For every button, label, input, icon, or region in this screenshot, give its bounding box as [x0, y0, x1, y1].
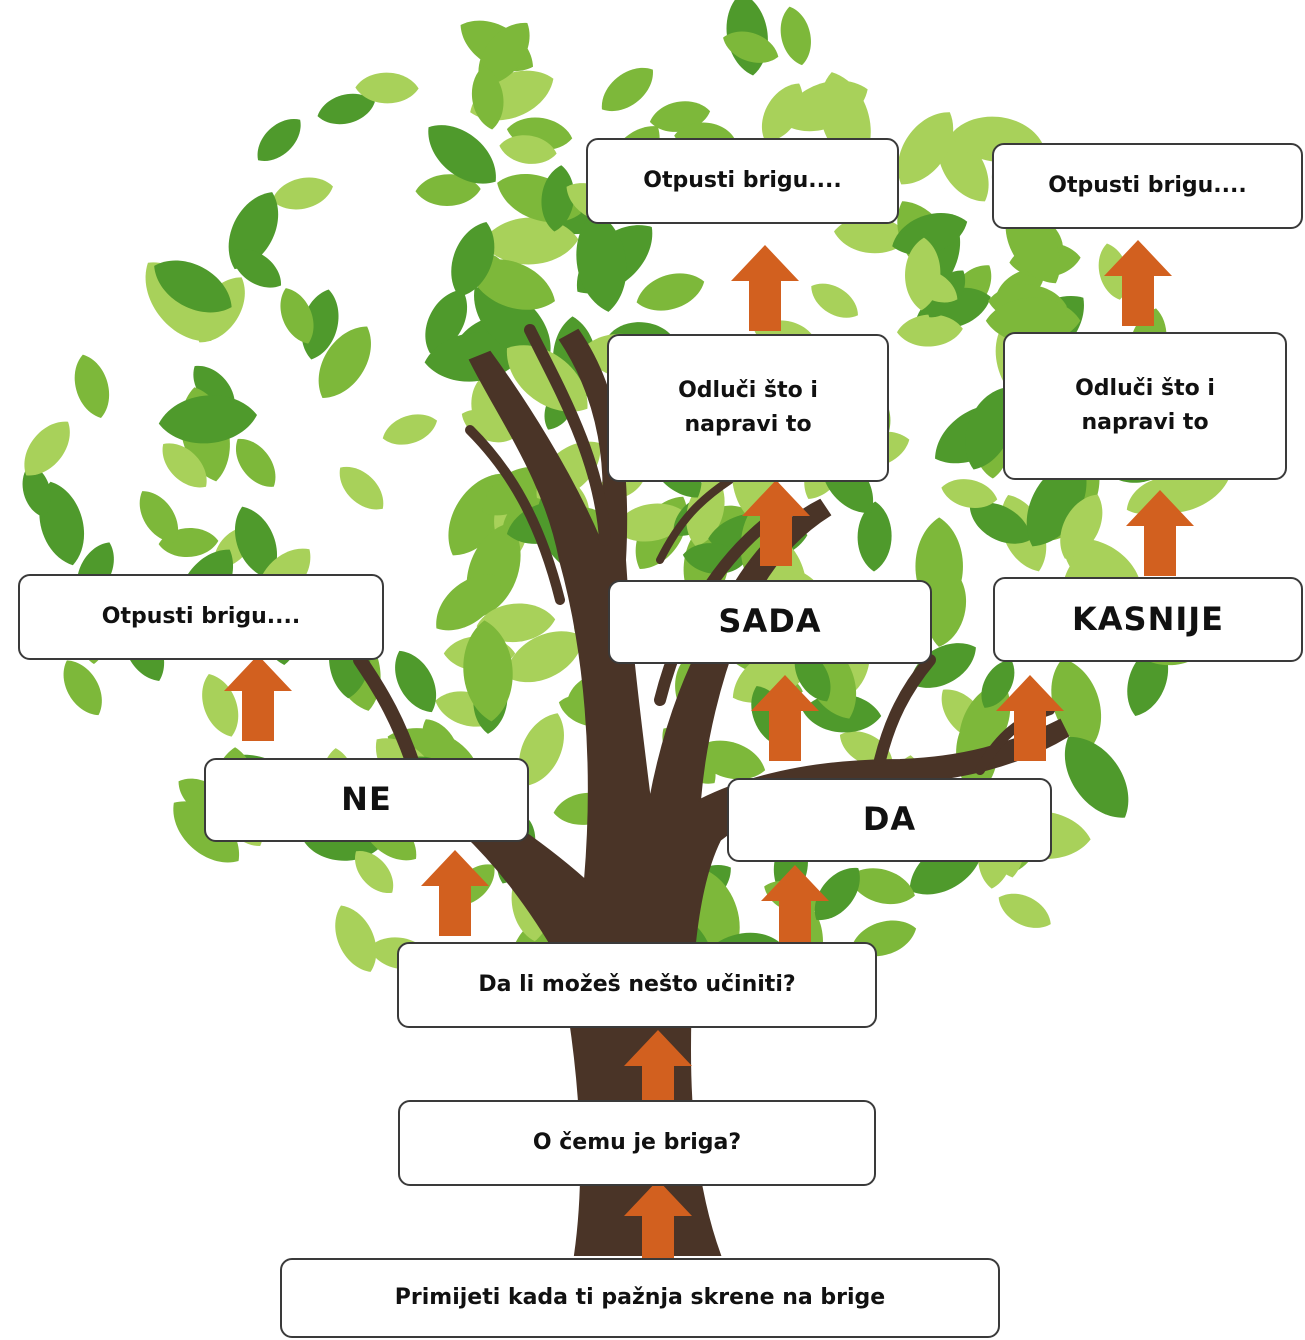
leaf: [592, 57, 663, 122]
flow-arrows: [224, 240, 1194, 1266]
node-decide-now-line2: napravi to: [684, 412, 812, 437]
leaf: [631, 265, 710, 319]
node-let-go-right: Otpusti brigu....: [992, 143, 1303, 229]
arrow-decide-later-to-let-go: [1104, 240, 1172, 326]
arrow-can-do-to-no: [421, 850, 489, 936]
node-let-go-left-label: Otpusti brigu....: [101, 603, 301, 629]
node-let-go-left: Otpusti brigu....: [18, 574, 384, 660]
node-later: KASNIJE: [993, 577, 1303, 662]
arrow-can-do-to-yes: [761, 865, 829, 951]
leaf: [268, 171, 337, 216]
arrow-yes-to-later: [996, 675, 1064, 761]
leaf: [13, 411, 82, 486]
leaf: [67, 350, 117, 423]
leaf: [378, 407, 442, 452]
node-what: O čemu je briga?: [398, 1100, 876, 1186]
leaf: [156, 391, 260, 448]
arrow-decide-now-to-let-go: [731, 245, 799, 331]
node-yes-label: DA: [862, 800, 917, 839]
node-no-label: NE: [341, 780, 392, 819]
leaf: [992, 884, 1058, 937]
node-decide-now-line1: Odluči što i: [678, 377, 818, 403]
node-decide-later: Odluči što i napravi to: [1003, 332, 1287, 480]
leaf: [248, 109, 310, 171]
node-yes: DA: [727, 778, 1052, 862]
leaf: [804, 274, 866, 327]
node-later-label: KASNIJE: [1071, 599, 1225, 638]
arrow-later-to-decide: [1126, 490, 1194, 576]
leaf: [53, 652, 112, 723]
leaf: [775, 3, 817, 69]
node-notice: Primijeti kada ti pažnja skrene na brige: [280, 1258, 1000, 1338]
node-no: NE: [204, 758, 529, 842]
node-now-label: SADA: [718, 602, 822, 641]
leaf: [226, 430, 286, 496]
node-let-go-right-label: Otpusti brigu....: [1048, 172, 1247, 198]
node-decide-later-line1: Odluči što i: [1075, 375, 1215, 401]
node-can-do-label: Da li možeš nešto učiniti?: [478, 971, 796, 997]
arrow-notice-to-what: [624, 1180, 692, 1266]
arrow-no-to-let-go: [224, 655, 292, 741]
node-what-label: O čemu je briga?: [532, 1129, 742, 1155]
node-decide-now: Odluči što i napravi to: [607, 334, 889, 482]
leaf: [330, 457, 393, 520]
arrow-yes-to-now: [751, 675, 819, 761]
node-can-do: Da li možeš nešto učiniti?: [397, 942, 877, 1028]
arrow-now-to-decide: [742, 480, 810, 566]
leaf: [324, 898, 387, 980]
node-notice-label: Primijeti kada ti pažnja skrene na brige: [394, 1284, 886, 1310]
node-let-go-top-label: Otpusti brigu....: [643, 167, 842, 193]
arrow-what-to-can-do: [624, 1030, 692, 1116]
node-decide-later-line2: napravi to: [1081, 410, 1209, 435]
node-let-go-top: Otpusti brigu....: [586, 138, 899, 224]
node-now: SADA: [608, 580, 932, 664]
